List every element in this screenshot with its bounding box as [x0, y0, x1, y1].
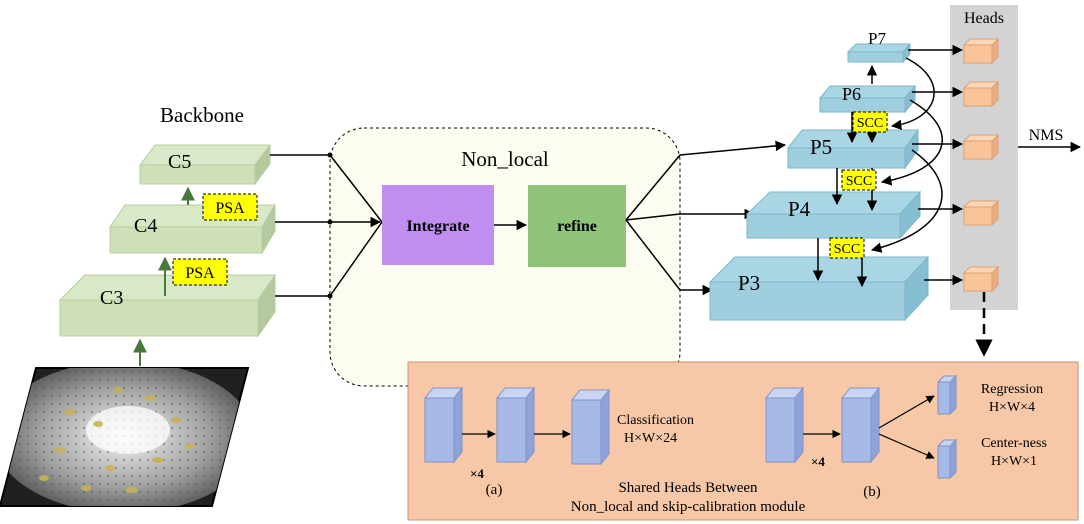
backbone-layer-c5: C5	[139, 143, 271, 186]
head-cube-p6	[962, 80, 1000, 108]
head-cube-p7	[962, 37, 1000, 65]
arrow-to-p5	[679, 140, 787, 156]
skip-curve-p5	[870, 149, 943, 253]
regression-title: Regression	[981, 382, 1043, 397]
pyramid-label-p3: P3	[738, 271, 760, 295]
feature-block-b2	[840, 386, 881, 464]
backbone-label-c4: C4	[134, 215, 157, 237]
integrate-box	[382, 185, 494, 265]
pyramid-label-p7: P7	[868, 29, 886, 48]
psa-label-lower: PSA	[185, 265, 215, 282]
scc-label-p6-p5: SCC	[857, 116, 883, 131]
classification-title: Classification	[617, 413, 694, 428]
scc-label-p4-p3: SCC	[834, 242, 860, 257]
feature-block-regression	[936, 374, 958, 416]
feature-block-b1	[764, 386, 805, 464]
pyramid-layer-p5: P5	[786, 128, 919, 170]
regression-dims: H×W×4	[989, 400, 1035, 415]
times-four-b: ×4	[811, 454, 825, 469]
psa-box-upper	[202, 193, 258, 221]
centerness-title: Center-ness	[981, 436, 1047, 451]
head-cube-p4	[962, 199, 1000, 227]
classification-dims: H×W×24	[624, 431, 677, 446]
backbone-layer-c3: C3	[58, 273, 276, 338]
backbone-layer-c4: C4	[109, 203, 276, 255]
refine-box	[528, 185, 626, 267]
times-four-a: ×4	[470, 466, 484, 481]
shared-heads-caption-line2: Non_local and skip-calibration module	[571, 499, 806, 515]
skip-curve-p6	[880, 99, 943, 186]
pyramid-label-p4: P4	[788, 197, 811, 221]
pyramid-layer-p6: P6	[818, 84, 917, 114]
integrate-label: Integrate	[406, 218, 469, 235]
feature-block-a2	[495, 386, 536, 464]
feature-block-a3	[570, 388, 611, 466]
scc-label-p5-p4: SCC	[846, 174, 872, 189]
nms-label: NMS	[1029, 127, 1064, 144]
pyramid-label-p5: P5	[810, 135, 832, 159]
label-a: (a)	[486, 482, 503, 498]
pyramid-layer-p4: P4	[745, 190, 922, 240]
head-cube-p5	[962, 133, 1000, 161]
psa-label-upper: PSA	[215, 200, 245, 217]
scc-box-p5-p4	[841, 169, 877, 191]
pyramid-layer-p7: P7	[846, 29, 912, 64]
feature-block-a1	[423, 386, 464, 464]
pyramid-label-p6: P6	[842, 84, 861, 104]
feature-block-centerness	[936, 438, 958, 480]
input-image	[0, 367, 250, 507]
skip-curve-p7	[890, 57, 935, 131]
label-b: (b)	[863, 484, 881, 500]
backbone-title: Backbone	[160, 103, 244, 127]
shared-heads-caption-line1: Shared Heads Between	[618, 480, 758, 496]
backbone-label-c5: C5	[168, 151, 191, 173]
scc-box-p4-p3	[829, 237, 865, 259]
pyramid-layer-p3: P3	[708, 255, 930, 322]
head-cube-p3	[962, 265, 1000, 293]
centerness-dims: H×W×1	[991, 454, 1037, 469]
heads-title: Heads	[964, 10, 1004, 27]
non-local-title: Non_local	[461, 147, 549, 171]
scc-box-p6-p5	[852, 111, 888, 133]
refine-label: refine	[557, 218, 597, 235]
psa-box-lower	[172, 258, 228, 286]
backbone-label-c3: C3	[100, 287, 123, 309]
